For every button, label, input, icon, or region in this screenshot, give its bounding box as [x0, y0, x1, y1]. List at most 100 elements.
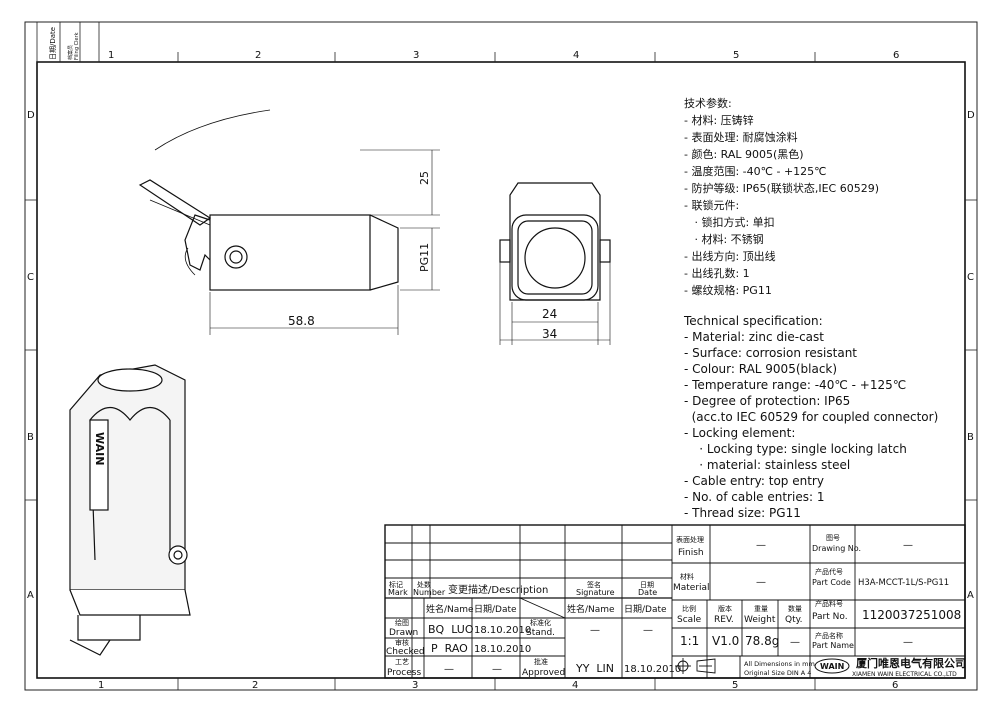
material-en: Material: [673, 583, 710, 593]
zone-left-a: A: [27, 590, 34, 601]
checked-cn: 审核: [395, 638, 409, 647]
spec-cn-line: - 表面处理: 耐腐蚀涂料: [684, 130, 798, 144]
checked-en: Checked: [386, 647, 425, 657]
spec-en-line: - Temperature range: -40℃ - +125℃: [684, 378, 906, 392]
zone-bottom-3: 3: [412, 680, 418, 691]
spec-en-line: (acc.to IEC 60529 for coupled connector): [684, 410, 938, 424]
description-header: 变更描述/Description: [448, 583, 548, 596]
stand-en: Stand.: [526, 628, 555, 638]
zone-right-b: B: [967, 432, 974, 443]
part-name-value: —: [903, 637, 913, 648]
number-cn: 处数: [417, 580, 431, 589]
part-name-en: Part Name: [812, 641, 854, 650]
spec-en-line: - Colour: RAL 9005(black): [684, 362, 837, 376]
zone-ticks: [25, 52, 977, 690]
stand-name: —: [590, 625, 600, 636]
part-code-cn: 产品代号: [815, 567, 843, 576]
part-no-value: 1120037251008: [862, 608, 961, 622]
zone-top-5: 5: [733, 50, 739, 61]
part-code-value: H3A-MCCT-1L/S-PG11: [858, 578, 949, 588]
filing-check-en: Filing Clerk: [74, 32, 80, 60]
zone-left-d: D: [27, 110, 35, 121]
qty-cn: 数量: [788, 604, 802, 613]
spec-cn-line: - 颜色: RAL 9005(黑色): [684, 147, 804, 161]
spec-en-line: - Surface: corrosion resistant: [684, 346, 857, 360]
filing-block: 日期/Date 档案员 Filing Clerk: [36, 21, 100, 63]
zone-bottom-2: 2: [252, 680, 258, 691]
approved-date: 18.10.2010: [624, 664, 681, 675]
zone-left-b: B: [27, 432, 34, 443]
approved-cn: 批准: [534, 657, 548, 666]
weight-en: Weight: [744, 615, 776, 625]
spec-en-line: · material: stainless steel: [684, 458, 850, 472]
spec-cn-line: - 防护等级: IP65(联锁状态,IEC 60529): [684, 181, 879, 195]
zone-right-a: A: [967, 590, 974, 601]
zone-labels: 1 2 3 4 5 6 1 2 3 4 5 6 D C B A D C B A: [27, 50, 975, 691]
sign-date-header: 日期/Date: [474, 604, 517, 615]
spec-en-line: - Material: zinc die-cast: [684, 330, 824, 344]
dim-thread-side: PG11: [418, 243, 431, 272]
part-no-en: Part No.: [812, 612, 848, 622]
side-view: [138, 109, 399, 291]
spec-en-line: - Thread size: PG11: [684, 506, 801, 520]
weight-cn: 重量: [754, 605, 768, 613]
drawn-name: BQ LUO: [428, 623, 474, 636]
date-en: Date: [638, 588, 657, 597]
company-logo-icon: WAIN: [814, 658, 850, 674]
process-name: —: [444, 664, 454, 675]
material-value: —: [756, 577, 766, 588]
part-code-en: Part Code: [812, 578, 851, 587]
part-no-cn: 产品料号: [815, 599, 843, 608]
dim-height-top: 25: [418, 171, 431, 185]
drawing-no-value: —: [903, 540, 913, 551]
dim-length: 58.8: [288, 314, 315, 328]
sign-name-header: 姓名/Name: [426, 603, 474, 615]
title-block-text: 标记 Mark 处数 Number 变更描述/Description 签名 Si…: [386, 534, 966, 678]
spec-cn-line: - 材料: 压铸锌: [684, 113, 754, 127]
projection-symbol-icon: [675, 658, 716, 674]
dim-width-inner: 24: [542, 307, 557, 321]
part-name-cn: 产品名称: [815, 631, 843, 640]
drawing-no-cn: 图号: [826, 534, 840, 542]
sign-date2-header: 日期/Date: [624, 604, 667, 615]
spec-en-line: - No. of cable entries: 1: [684, 490, 824, 504]
approved-en: Approved: [522, 668, 565, 678]
company-name-en: XIAMEN WAIN ELECTRICAL CO.,LTD: [852, 671, 957, 678]
spec-en-line: - Locking element:: [684, 426, 795, 440]
process-en: Process: [387, 668, 421, 678]
spec-en-lines: - Material: zinc die-cast - Surface: cor…: [684, 330, 938, 520]
finish-en: Finish: [678, 548, 704, 558]
rev-value: V1.0: [712, 634, 739, 648]
spec-cn-line: - 联锁元件:: [684, 198, 739, 212]
zone-top-4: 4: [573, 50, 579, 61]
company-name-cn: 厦门唯恩电气有限公司: [856, 656, 966, 670]
drawn-cn: 绘图: [395, 618, 409, 627]
sign-name2-header: 姓名/Name: [567, 603, 615, 615]
scale-cn: 比例: [682, 604, 696, 613]
spec-cn-line: - 出线方向: 顶出线: [684, 249, 776, 263]
mark-en: Mark: [388, 588, 408, 597]
number-en: Number: [413, 588, 446, 597]
zone-bottom-1: 1: [98, 680, 104, 691]
rev-en: REV.: [714, 615, 734, 625]
outer-frame: [24, 21, 978, 691]
spec-en-line: · Locking type: single locking latch: [684, 442, 907, 456]
material-cn: 材料: [680, 572, 694, 581]
checked-date: 18.10.2010: [474, 644, 531, 655]
qty-en: Qty.: [785, 615, 803, 625]
company-logo-text: WAIN: [820, 662, 844, 671]
zone-top-1: 1: [108, 50, 114, 61]
finish-cn: 表面处理: [676, 535, 704, 544]
zone-right-c: C: [967, 272, 974, 283]
filing-date-label: 日期/Date: [49, 27, 57, 60]
process-date: —: [492, 664, 502, 675]
zone-bottom-4: 4: [572, 680, 578, 691]
spec-cn-title: 技术参数:: [684, 96, 732, 110]
process-cn: 工艺: [395, 658, 409, 666]
spec-cn-line: · 锁扣方式: 单扣: [684, 215, 775, 229]
drawn-date: 18.10.2010: [474, 625, 531, 636]
signature-en: Signature: [576, 588, 615, 597]
stand-date: —: [643, 625, 653, 636]
weight-value: 78.8g: [745, 634, 779, 648]
